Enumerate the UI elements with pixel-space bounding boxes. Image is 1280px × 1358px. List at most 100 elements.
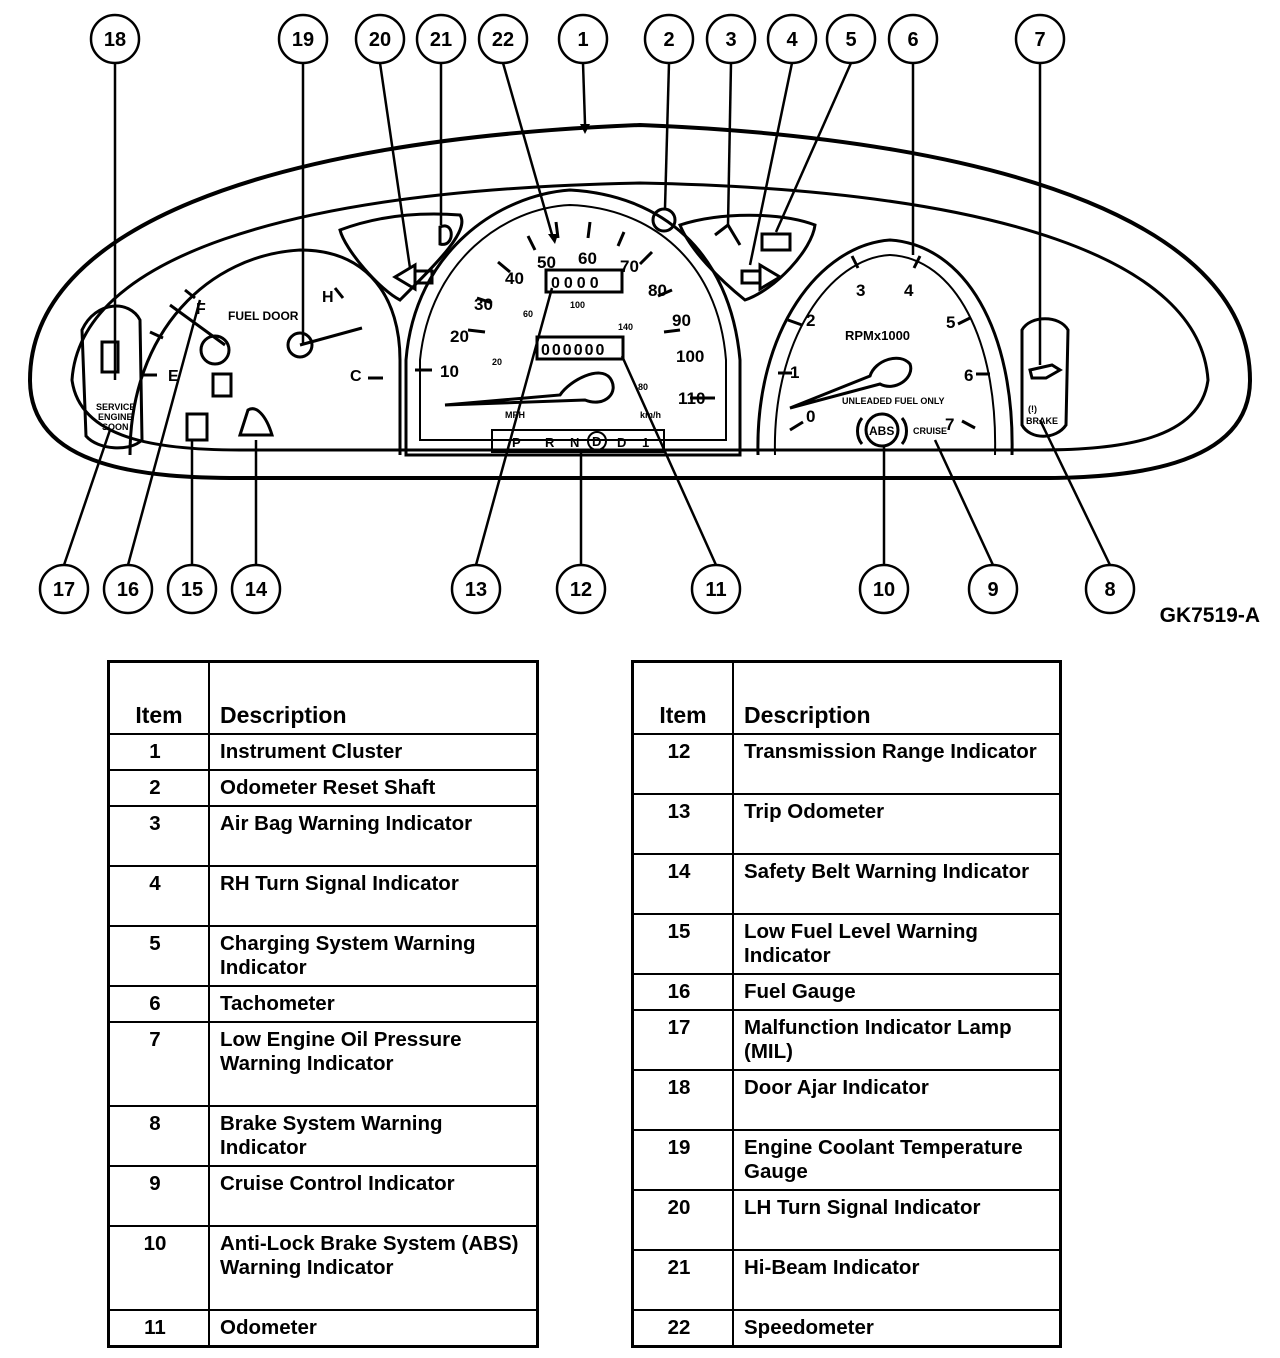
- speedo-tick-110: 110: [678, 389, 705, 408]
- tach-tick-1: 1: [790, 363, 799, 382]
- item-description: LH Turn Signal Indicator: [732, 1189, 1062, 1251]
- callout-17-label: 17: [53, 579, 75, 601]
- prnd-d: D: [617, 435, 626, 450]
- callout-13-label: 13: [465, 579, 487, 601]
- callout-12: [555, 563, 607, 615]
- callout-13: [450, 563, 502, 615]
- item-description: Low Engine Oil Pressure Warning Indicato…: [208, 1021, 539, 1107]
- leader-lines: [62, 62, 1112, 566]
- item-header: Item: [107, 660, 210, 735]
- item-description: Malfunction Indicator Lamp (MIL): [732, 1009, 1062, 1071]
- tachometer-needle: [789, 356, 913, 410]
- speedo-tick-50: 50: [537, 253, 556, 272]
- item-description: Fuel Gauge: [732, 973, 1062, 1011]
- item-description: Odometer Reset Shaft: [208, 769, 539, 807]
- item-description: Transmission Range Indicator: [732, 733, 1062, 795]
- speedo-tick-10: 10: [440, 362, 459, 381]
- lh-turn-arrow: [392, 262, 434, 292]
- item-number: 1: [107, 733, 210, 771]
- speedo-tick-70: 70: [620, 257, 639, 276]
- speedo-tick-80: 80: [648, 281, 667, 300]
- airbag-icon: [714, 222, 742, 246]
- callout-10: [858, 563, 910, 615]
- callout-15-label: 15: [181, 579, 203, 601]
- kmh-tick-140: 140: [618, 322, 633, 332]
- callout-20-label: 20: [369, 29, 391, 51]
- callout-12-label: 12: [570, 579, 592, 601]
- callout-2: [643, 13, 695, 65]
- callout-2-label: 2: [663, 29, 674, 51]
- callout-15: [166, 563, 218, 615]
- fuel-pump-icon: [211, 372, 233, 398]
- description-header: Description: [732, 660, 1062, 735]
- item-header: Item: [631, 660, 734, 735]
- speedometer-inner-face: [419, 203, 727, 441]
- callout-5-label: 5: [845, 29, 856, 51]
- item-number: 13: [631, 793, 734, 855]
- callout-4-label: 4: [786, 29, 798, 51]
- item-number: 6: [107, 985, 210, 1023]
- item-description: Air Bag Warning Indicator: [208, 805, 539, 867]
- odometer-window: [535, 335, 625, 361]
- battery-icon: [760, 232, 792, 252]
- item-number: 3: [107, 805, 210, 867]
- callout-20: [354, 13, 406, 65]
- item-number: 9: [107, 1165, 210, 1227]
- fuel-temp-gauge-face: [128, 248, 402, 456]
- speedo-tick-100: 100: [676, 347, 704, 366]
- item-number: 14: [631, 853, 734, 915]
- kmh-tick-20: 20: [492, 357, 502, 367]
- rpm-label: RPMx1000: [845, 328, 910, 343]
- kmh-tick-100: 100: [570, 300, 585, 310]
- callout-8-label: 8: [1104, 579, 1115, 601]
- rh-turn-arrow: [740, 262, 783, 292]
- prnd-r: R: [545, 435, 555, 450]
- temp-h-label: H: [322, 289, 334, 306]
- callout-21: [415, 13, 467, 65]
- prnd-n: N: [570, 435, 579, 450]
- instrument-cluster-diagram: 18 19 20 21 22 1 2 3 4 5 6 7 17 16 15 14…: [27, 13, 1253, 615]
- kmh-tick-60: 60: [523, 309, 533, 319]
- callout-6-label: 6: [907, 29, 918, 51]
- prnd-d-circled: D: [592, 434, 601, 449]
- callout-7-label: 7: [1034, 29, 1045, 51]
- item-description: Tachometer: [208, 985, 539, 1023]
- unleaded-label: UNLEADED FUEL ONLY: [842, 396, 945, 406]
- callout-17: [38, 563, 90, 615]
- right-pod: [1020, 317, 1070, 438]
- callout-3-label: 3: [725, 29, 736, 51]
- item-description: Safety Belt Warning Indicator: [732, 853, 1062, 915]
- right-turn-pod: [678, 213, 817, 302]
- door-ajar-icon: [100, 340, 120, 374]
- callout-22-label: 22: [492, 29, 514, 51]
- item-description: Door Ajar Indicator: [732, 1069, 1062, 1131]
- low-fuel-icon: [185, 412, 209, 442]
- item-description: Instrument Cluster: [208, 733, 539, 771]
- tach-tick-0: 0: [806, 407, 815, 426]
- left-turn-pod: [338, 212, 464, 302]
- seatbelt-icon: [237, 407, 275, 437]
- item-number: 8: [107, 1105, 210, 1167]
- item-number: 10: [107, 1225, 210, 1311]
- speedo-tick-20: 20: [450, 327, 469, 346]
- callout-circles: [38, 13, 1136, 615]
- callout-19-label: 19: [292, 29, 314, 51]
- item-description: Charging System Warning Indicator: [208, 925, 539, 987]
- mil-text-3: SOON: [102, 422, 129, 432]
- callout-1-label: 1: [577, 29, 588, 51]
- tach-tick-6: 6: [964, 366, 973, 385]
- callout-10-label: 10: [873, 579, 895, 601]
